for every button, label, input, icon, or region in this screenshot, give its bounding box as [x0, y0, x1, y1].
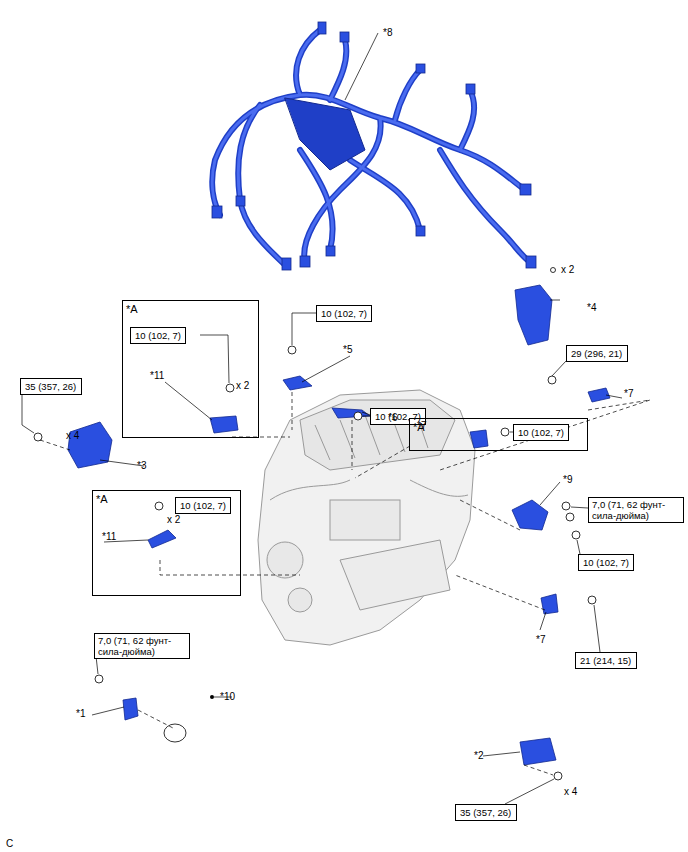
torque-value: 7,0 (71, 62 фунт-сила-дюйма)	[98, 635, 186, 657]
torque-box: 21 (214, 15)	[575, 652, 637, 669]
torque-value: 10 (102, 7)	[180, 500, 226, 511]
callout-number: *7	[417, 420, 426, 431]
detail-panel: *A10 (102, 7)	[409, 418, 588, 451]
torque-value: 29 (296, 21)	[571, 348, 623, 359]
detail-panel: *A 10 (102, 7)	[92, 490, 241, 596]
detail-marker: *A	[96, 493, 108, 505]
torque-box: 7,0 (71, 62 фунт-сила-дюйма)	[94, 633, 190, 659]
torque-box: 35 (357, 26)	[455, 804, 517, 821]
quantity-mark: x 4	[66, 430, 79, 441]
torque-value: 10 (102, 7)	[321, 308, 367, 319]
quantity-mark: x 4	[564, 786, 577, 797]
torque-value: 10 (102, 7)	[583, 557, 629, 568]
callout-number: *2	[474, 750, 483, 761]
quantity-mark: x 2	[236, 380, 249, 391]
quantity-mark: x 2	[167, 514, 180, 525]
callout-number: *5	[343, 344, 352, 355]
torque-box: 10 (102, 7)	[130, 327, 186, 344]
torque-value: 35 (357, 26)	[460, 807, 512, 818]
callout-number: *11	[102, 531, 116, 542]
torque-value: 35 (357, 26)	[25, 381, 77, 392]
callout-number: *10	[220, 691, 235, 702]
torque-value: 10 (102, 7)	[135, 330, 181, 341]
callout-number: *8	[383, 27, 392, 38]
torque-box: 10 (102, 7)	[175, 497, 231, 514]
torque-box: 29 (296, 21)	[566, 345, 628, 362]
torque-box: 10 (102, 7)	[578, 554, 634, 571]
torque-value: 10 (102, 7)	[518, 427, 564, 438]
callout-number: *7	[536, 634, 545, 645]
callout-number: *11	[150, 370, 164, 381]
torque-box: 10 (102, 7)	[513, 424, 569, 441]
callout-number: *7	[624, 388, 633, 399]
callout-number: *6	[388, 412, 397, 423]
torque-value: 10 (102, 7)	[375, 411, 421, 422]
callout-number: *4	[587, 302, 596, 313]
callout-number: *3	[137, 460, 146, 471]
quantity-mark: x 2	[561, 264, 574, 275]
torque-box: 10 (102, 7)	[316, 305, 372, 322]
detail-panel: *A 10 (102, 7)	[122, 300, 259, 438]
detail-marker: *A	[126, 303, 138, 315]
callout-number: *1	[76, 708, 85, 719]
torque-value: 7,0 (71, 62 фунт-сила-дюйма)	[592, 499, 680, 521]
callout-number: C	[6, 838, 13, 849]
torque-box: 35 (357, 26)	[20, 378, 82, 395]
torque-box: 7,0 (71, 62 фунт-сила-дюйма)	[588, 497, 684, 523]
torque-value: 21 (214, 15)	[580, 655, 632, 666]
callout-number: *9	[563, 474, 572, 485]
